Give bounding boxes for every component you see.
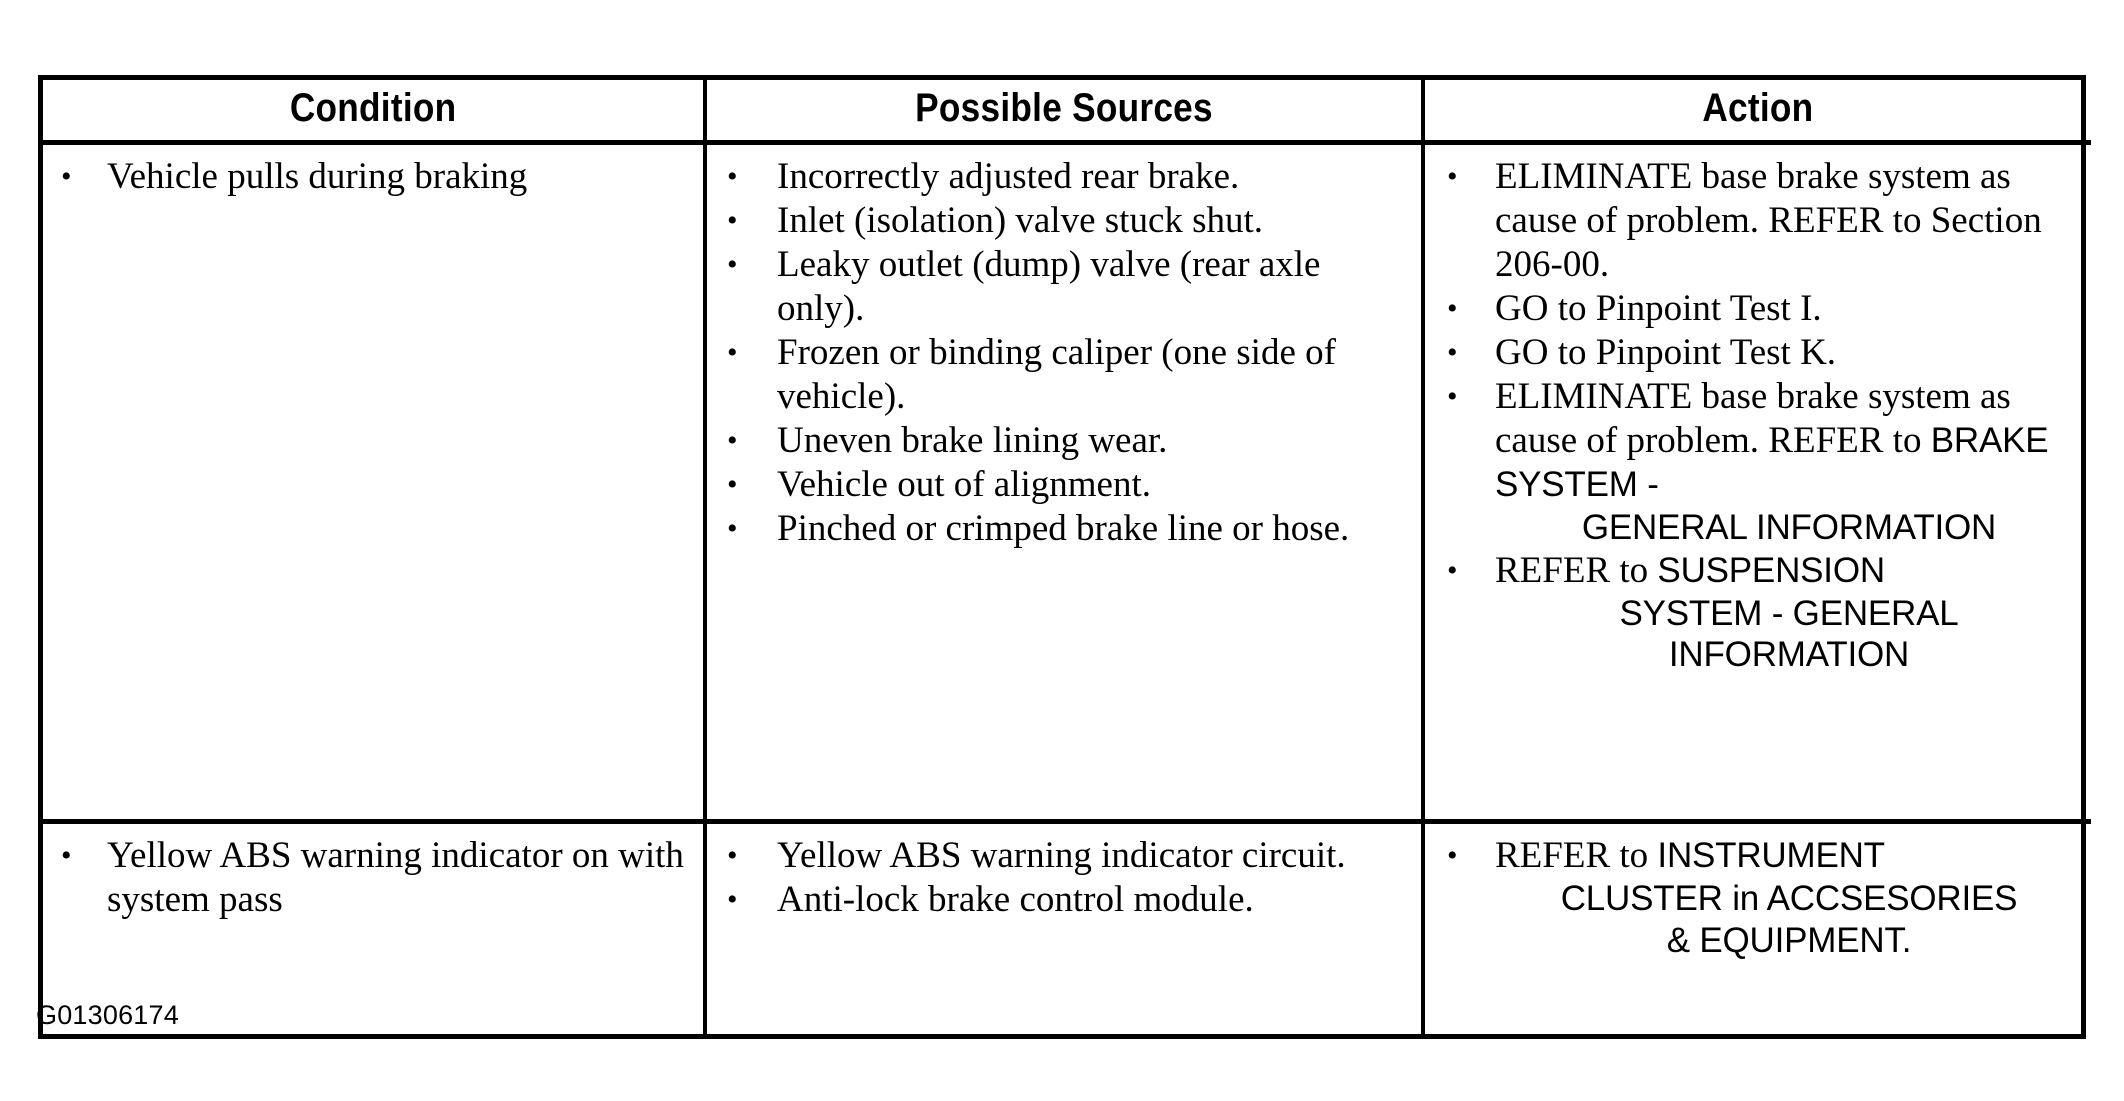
text-run: ELIMINATE base brake system as cause of … xyxy=(1495,156,2042,286)
table-header: Condition Possible Sources Action xyxy=(43,80,2091,145)
text-run: SUSPENSION xyxy=(1657,550,1885,590)
text-run: ELIMINATE base brake system as cause of … xyxy=(1495,376,2011,462)
bullet-icon: • xyxy=(727,204,738,238)
list-item-text: Vehicle out of alignment. xyxy=(777,464,1152,506)
list-item: • Vehicle out of alignment. xyxy=(715,463,1413,507)
list-item-text: REFER to INSTRUMENT CLUSTER in ACCSESORIE… xyxy=(1495,834,2083,961)
text-run: & EQUIPMENT. xyxy=(1666,920,1912,960)
cell-action: • REFER to INSTRUMENT CLUSTER in ACCSESORI… xyxy=(1423,819,2091,1034)
text-run: SYSTEM - GENERAL xyxy=(1619,593,1959,633)
bullet-icon: • xyxy=(1447,160,1458,193)
text-run: INSTRUMENT xyxy=(1657,836,1885,875)
list-item: • GO to Pinpoint Test I. xyxy=(1433,287,2083,331)
text-run: REFER to xyxy=(1495,549,1658,591)
list-item: • REFER to INSTRUMENT CLUSTER in ACCSESORI… xyxy=(1433,834,2083,961)
bullet-icon: • xyxy=(727,839,738,872)
column-header-action: Action xyxy=(1463,80,2051,145)
diagnostic-table: Condition Possible Sources Action • Vehic… xyxy=(38,75,2091,1039)
list-item: • ELIMINATE base brake system as cause of… xyxy=(1433,375,2083,549)
bullet-icon: • xyxy=(727,248,738,282)
table-body: • Vehicle pulls during braking • Incorrect… xyxy=(43,142,2091,1034)
text-run: BRAKE SYSTEM - xyxy=(1495,421,2049,505)
list-item-text: Yellow ABS warning indicator circuit. xyxy=(777,835,1346,876)
list-item-text: Vehicle pulls during braking xyxy=(107,156,528,197)
sources-bullet-list: • Yellow ABS warning indicator circuit. • A… xyxy=(715,834,1413,922)
bullet-icon: • xyxy=(727,160,738,193)
header-row: Condition Possible Sources Action xyxy=(43,80,2091,145)
list-item: • Yellow ABS warning indicator circuit. xyxy=(715,834,1413,878)
list-item: • Inlet (isolation) valve stuck shut. xyxy=(715,199,1413,243)
bullet-icon: • xyxy=(1447,336,1458,370)
cell-condition: • Vehicle pulls during braking xyxy=(43,142,707,822)
list-item-text: Incorrectly adjusted rear brake. xyxy=(777,156,1240,197)
bullet-icon: • xyxy=(1447,292,1458,326)
list-item-text: Uneven brake lining wear. xyxy=(777,420,1168,462)
list-item: • Uneven brake lining wear. xyxy=(715,419,1413,463)
table-row: • Yellow ABS warning indicator on with sy… xyxy=(43,819,2091,1034)
bullet-icon: • xyxy=(727,883,738,917)
column-header-condition: Condition xyxy=(82,80,668,145)
list-item-text: ELIMINATE base brake system as cause of … xyxy=(1495,375,2083,549)
condition-bullet-list: • Yellow ABS warning indicator on with sy… xyxy=(51,834,695,922)
list-item-text: Yellow ABS warning indicator on with sys… xyxy=(107,835,684,921)
list-item: • Leaky outlet (dump) valve (rear axle on… xyxy=(715,243,1413,331)
list-item: • Yellow ABS warning indicator on with sy… xyxy=(51,834,695,922)
list-item: • Pinched or crimped brake line or hose. xyxy=(715,507,1413,551)
text-run: REFER to xyxy=(1768,420,1931,462)
sources-bullet-list: • Incorrectly adjusted rear brake. • Inlet … xyxy=(715,155,1413,551)
cell-action: • ELIMINATE base brake system as cause of… xyxy=(1423,143,2091,822)
text-run: CLUSTER in ACCSESORIES xyxy=(1560,879,2018,919)
text-run: INFORMATION xyxy=(1668,635,1910,675)
cell-condition: • Yellow ABS warning indicator on with sy… xyxy=(43,819,707,1034)
bullet-icon: • xyxy=(61,839,72,872)
list-item-text: Frozen or binding caliper (one side of v… xyxy=(777,332,1336,418)
bullet-icon: • xyxy=(61,160,72,193)
list-item: • Anti-lock brake control module. xyxy=(715,878,1413,922)
text-run: GENERAL INFORMATION xyxy=(1581,508,1997,548)
list-item: • ELIMINATE base brake system as cause of… xyxy=(1433,155,2083,287)
text-run: REFER to xyxy=(1495,835,1658,876)
list-item: • Vehicle pulls during braking xyxy=(51,155,695,199)
bullet-icon: • xyxy=(727,512,738,546)
list-item: • GO to Pinpoint Test K. xyxy=(1433,331,2083,375)
column-header-possible-sources: Possible Sources xyxy=(748,80,1382,145)
bullet-icon: • xyxy=(1447,553,1458,587)
bullet-icon: • xyxy=(727,424,738,458)
table-row: • Vehicle pulls during braking • Incorrect… xyxy=(43,142,2091,822)
list-item-text: Leaky outlet (dump) valve (rear axle onl… xyxy=(777,244,1321,330)
list-item-text: Inlet (isolation) valve stuck shut. xyxy=(777,200,1264,242)
condition-bullet-list: • Vehicle pulls during braking xyxy=(51,155,695,199)
list-item-text: ELIMINATE base brake system as cause of … xyxy=(1495,155,2083,287)
bullet-icon: • xyxy=(1447,839,1458,872)
troubleshooting-table: Condition Possible Sources Action • Vehic… xyxy=(43,80,2091,1034)
action-bullet-list: • REFER to INSTRUMENT CLUSTER in ACCSESORI… xyxy=(1433,834,2083,961)
bullet-icon: • xyxy=(727,336,738,370)
list-item: • Incorrectly adjusted rear brake. xyxy=(715,155,1413,199)
list-item-text: Pinched or crimped brake line or hose. xyxy=(777,508,1350,550)
text-run: GO to Pinpoint Test K. xyxy=(1495,332,1837,374)
text-run: GO to Pinpoint Test I. xyxy=(1495,288,1822,330)
bullet-icon: • xyxy=(1447,380,1458,414)
bullet-icon: • xyxy=(727,468,738,502)
action-bullet-list: • ELIMINATE base brake system as cause of… xyxy=(1433,155,2083,676)
list-item-text: GO to Pinpoint Test I. xyxy=(1495,287,2083,331)
list-item: • Frozen or binding caliper (one side of … xyxy=(715,331,1413,419)
cell-possible-sources: • Yellow ABS warning indicator circuit. • A… xyxy=(705,819,1425,1034)
list-item-text: Anti-lock brake control module. xyxy=(777,879,1254,921)
list-item-text: GO to Pinpoint Test K. xyxy=(1495,331,2083,375)
cell-possible-sources: • Incorrectly adjusted rear brake. • Inlet … xyxy=(705,142,1425,822)
figure-caption: G01306174 xyxy=(36,1000,179,1030)
